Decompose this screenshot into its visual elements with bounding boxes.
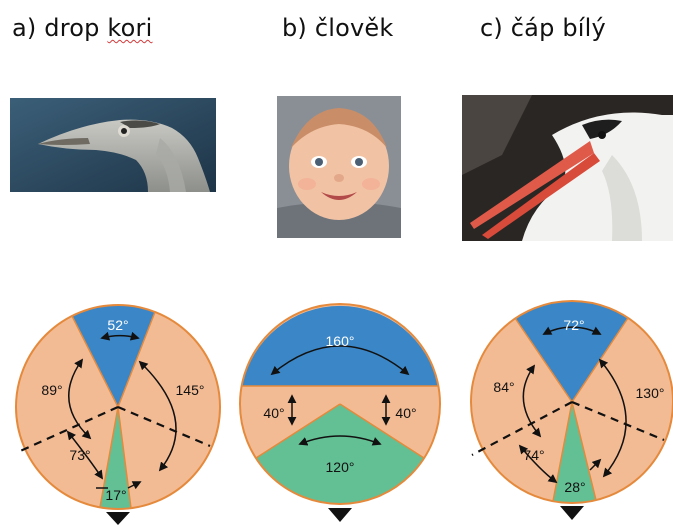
label-lower-left-c: 74° bbox=[523, 447, 544, 463]
baby-face-icon bbox=[277, 96, 401, 238]
label-bottom-b: 120° bbox=[326, 459, 355, 475]
axis-dashed-left-c bbox=[471, 401, 573, 456]
axis-dashed-left-a bbox=[17, 405, 119, 454]
photo-clovek bbox=[277, 96, 401, 238]
label-right-c: 130° bbox=[636, 385, 665, 401]
head-marker-b bbox=[328, 508, 352, 522]
head-marker-a bbox=[106, 512, 130, 525]
label-left-c: 84° bbox=[493, 379, 514, 395]
stork-head-icon bbox=[462, 95, 673, 241]
label-top-a: 52° bbox=[107, 317, 128, 333]
label-bottom-c: 28° bbox=[564, 479, 585, 495]
title-drop-kori: a) drop kori bbox=[12, 14, 153, 42]
label-top-b: 160° bbox=[326, 333, 355, 349]
title-cap-bily: c) čáp bílý bbox=[480, 14, 606, 42]
label-left-b: 40° bbox=[263, 405, 284, 421]
photo-drop-kori bbox=[10, 98, 216, 192]
bird-kori-head-icon bbox=[10, 98, 216, 192]
blind-sector-a bbox=[100, 407, 131, 509]
diagram-cap-bily: 72° 84° 130° 74° 28° bbox=[470, 300, 673, 520]
diagram-drop-kori: 52° 89° 145° 73° 17° bbox=[15, 304, 221, 525]
label-lower-left-a: 73° bbox=[69, 447, 90, 463]
axis-dashed-right-c bbox=[571, 400, 665, 442]
head-marker-c bbox=[560, 506, 584, 520]
outline-b bbox=[239, 303, 441, 505]
binocular-sector-c bbox=[515, 300, 628, 402]
label-left-a: 89° bbox=[41, 382, 62, 398]
diagram-clovek: 160° 40° 40° 120° bbox=[239, 303, 441, 522]
binocular-sector-a bbox=[72, 305, 155, 407]
title-kori-word: kori bbox=[107, 14, 153, 42]
blind-sector-c bbox=[553, 402, 596, 503]
outline-c bbox=[470, 300, 673, 504]
label-right-b: 40° bbox=[395, 405, 416, 421]
lower-sector-b bbox=[256, 404, 424, 504]
label-right-a: 145° bbox=[176, 382, 205, 398]
outline-a bbox=[15, 304, 221, 510]
photo-cap-bily bbox=[462, 95, 673, 241]
label-top-c: 72° bbox=[563, 317, 584, 333]
title-clovek: b) člověk bbox=[282, 14, 394, 42]
label-bottom-a: 17° bbox=[105, 487, 126, 503]
